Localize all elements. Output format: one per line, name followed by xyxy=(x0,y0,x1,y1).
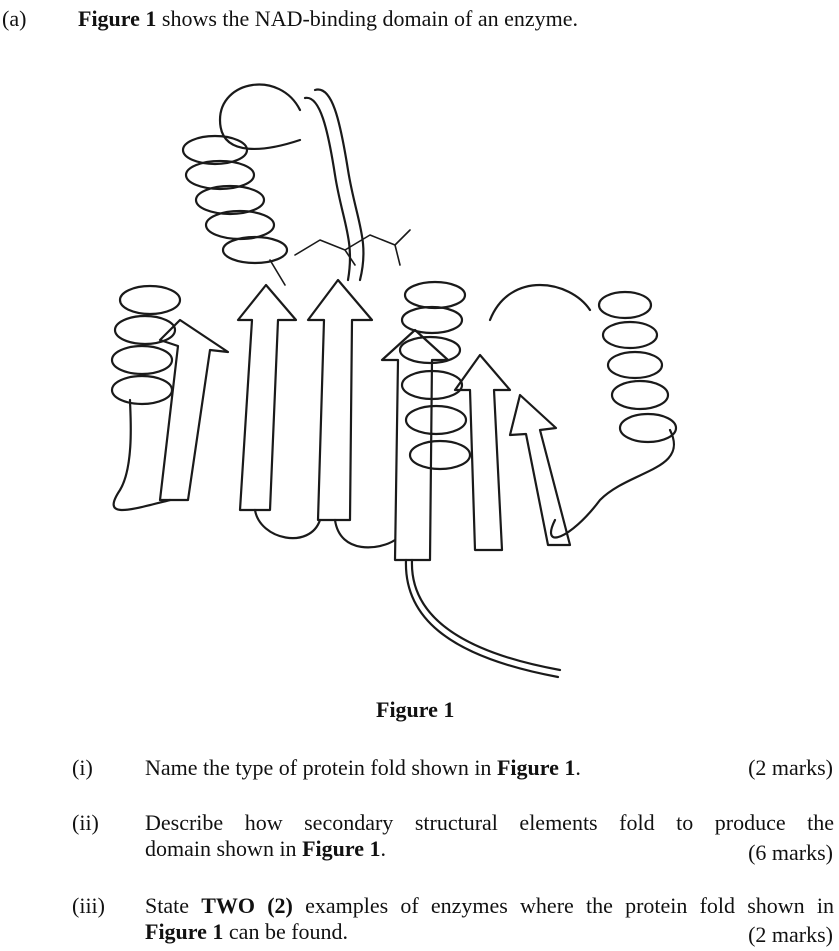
nad-ligand xyxy=(269,229,411,286)
loop-c-terminus xyxy=(410,558,562,672)
part-label: (a) xyxy=(2,6,27,31)
question-iii-number: (iii) xyxy=(72,893,105,918)
question-iii-count: TWO (2) xyxy=(201,893,293,918)
question-ii-line2: domain shown in Figure 1. xyxy=(145,836,386,862)
question-i-text: Name the type of protein fold shown in F… xyxy=(145,755,581,781)
question-i-text-post: . xyxy=(575,755,581,780)
question-i-number: (i) xyxy=(72,755,93,780)
strand-6 xyxy=(508,393,572,547)
loop-right-arc xyxy=(488,284,592,322)
question-ii-text-post: . xyxy=(380,836,386,861)
loop-bottom-2 xyxy=(333,518,397,549)
question-i-text-pre: Name the type of protein fold shown in xyxy=(145,755,497,780)
top-helix xyxy=(181,134,289,265)
nad-binding-domain-figure xyxy=(110,83,678,679)
strand-4 xyxy=(380,328,450,562)
question-ii-figure-ref: Figure 1 xyxy=(302,836,381,861)
right-helix xyxy=(597,290,678,444)
loop-bottom-1 xyxy=(253,508,322,540)
figure-caption: Figure 1 xyxy=(376,697,455,722)
strand-5 xyxy=(453,353,512,552)
question-ii-text-pre: domain shown in xyxy=(145,836,303,861)
question-ii-marks: (6 marks) xyxy=(748,840,833,865)
question-i-marks: (2 marks) xyxy=(748,755,833,780)
question-i-figure-ref: Figure 1 xyxy=(496,755,576,780)
strand-2 xyxy=(236,283,298,512)
loop-right-down xyxy=(549,428,676,539)
question-ii-line1: Describe how secondary structural elemen… xyxy=(145,810,834,835)
intro-sentence: shows the NAD-binding domain of an enzym… xyxy=(156,6,579,31)
top-loop xyxy=(218,83,365,282)
strand-1 xyxy=(158,318,230,502)
question-iii-text-pre: State xyxy=(145,893,202,918)
question-iii-line1: State TWO (2) examples of enzymes where … xyxy=(145,893,834,919)
strand-3 xyxy=(306,278,374,522)
left-helix xyxy=(110,284,182,406)
question-iii-line2: Figure 1 can be found. xyxy=(145,919,348,945)
top-loop-inner xyxy=(303,96,352,282)
center-helix xyxy=(398,280,472,471)
question-iii-text-post-2: can be found. xyxy=(223,919,349,944)
question-iii-text-post: examples of enzymes where the protein fo… xyxy=(292,893,834,918)
question-iii-marks: (2 marks) xyxy=(748,922,833,947)
question-ii-number: (ii) xyxy=(72,810,99,835)
intro-figure-ref: Figure 1 xyxy=(78,6,157,31)
loop-c-terminus-inner xyxy=(404,558,560,679)
intro-text: Figure 1 shows the NAD-binding domain of… xyxy=(78,6,578,32)
loop-left-bottom xyxy=(112,398,172,511)
question-iii-figure-ref: Figure 1 xyxy=(145,919,224,944)
